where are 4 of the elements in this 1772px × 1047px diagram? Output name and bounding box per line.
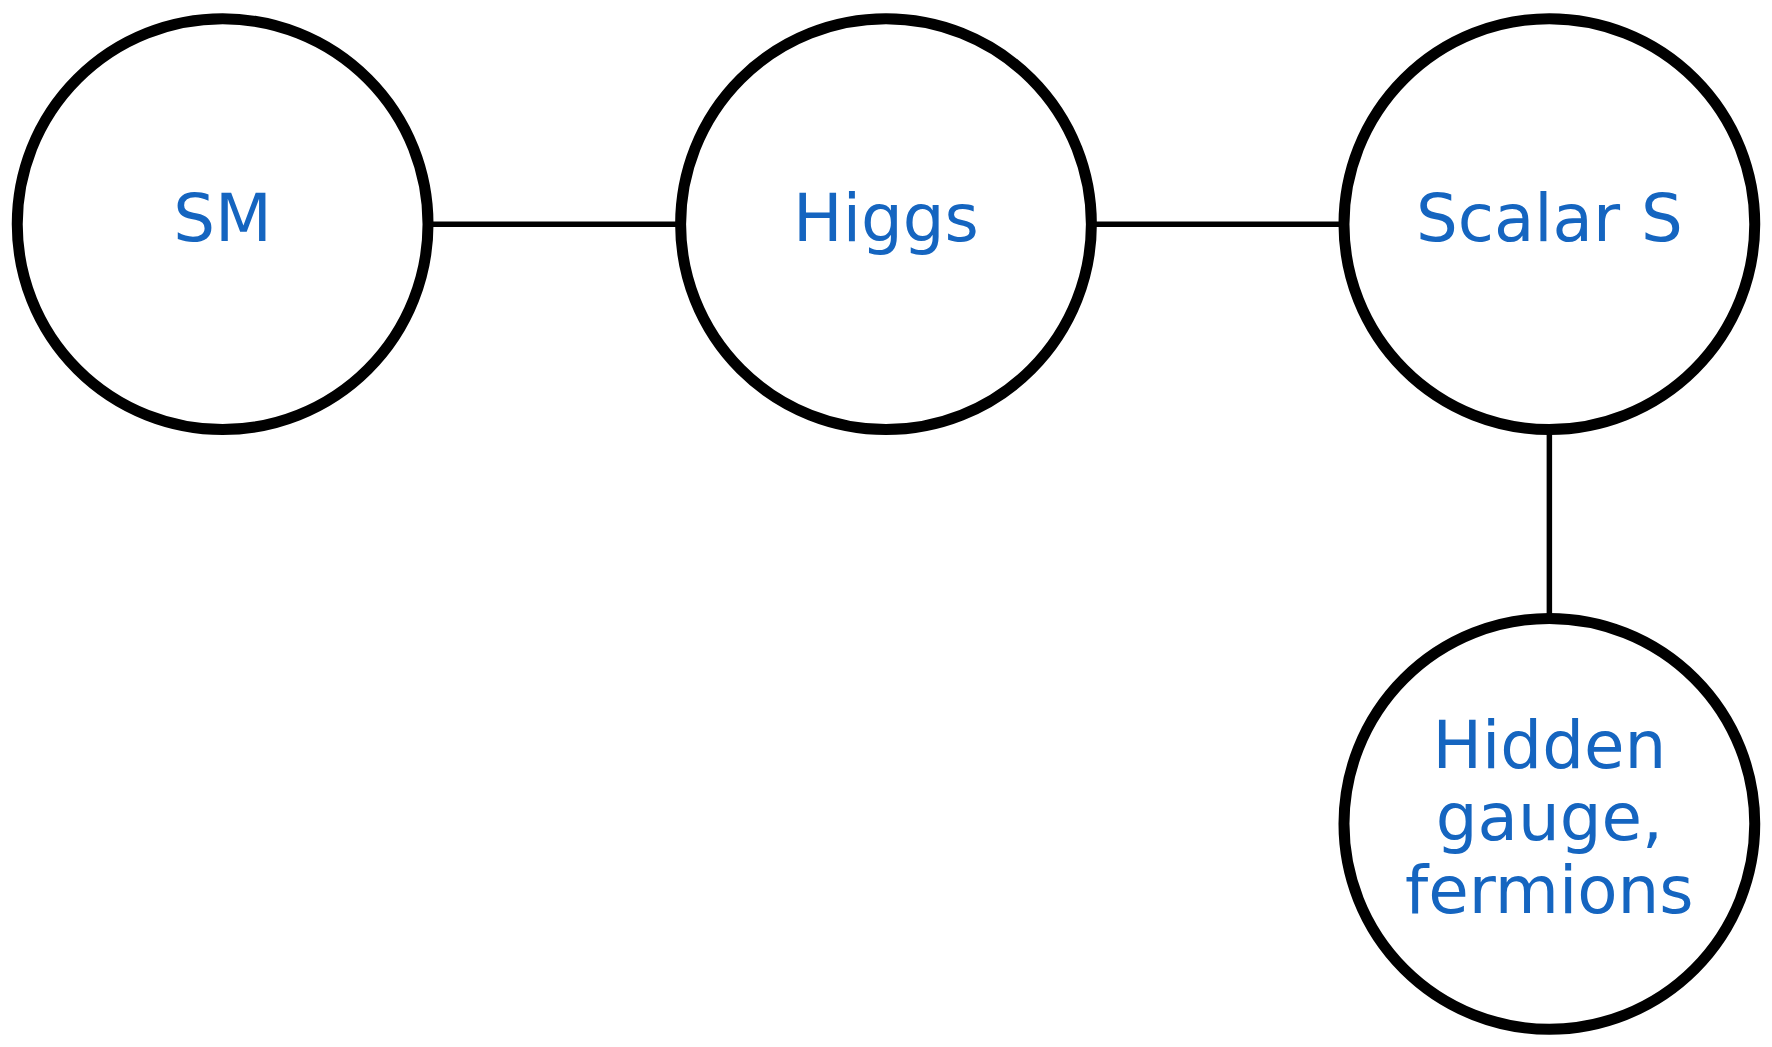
node-circle: Hidden gauge, fermions [1338, 612, 1761, 1035]
node-circle: SM [11, 12, 434, 435]
node-circle: Higgs [675, 12, 1097, 435]
node-circle: Scalar S [1338, 12, 1761, 435]
